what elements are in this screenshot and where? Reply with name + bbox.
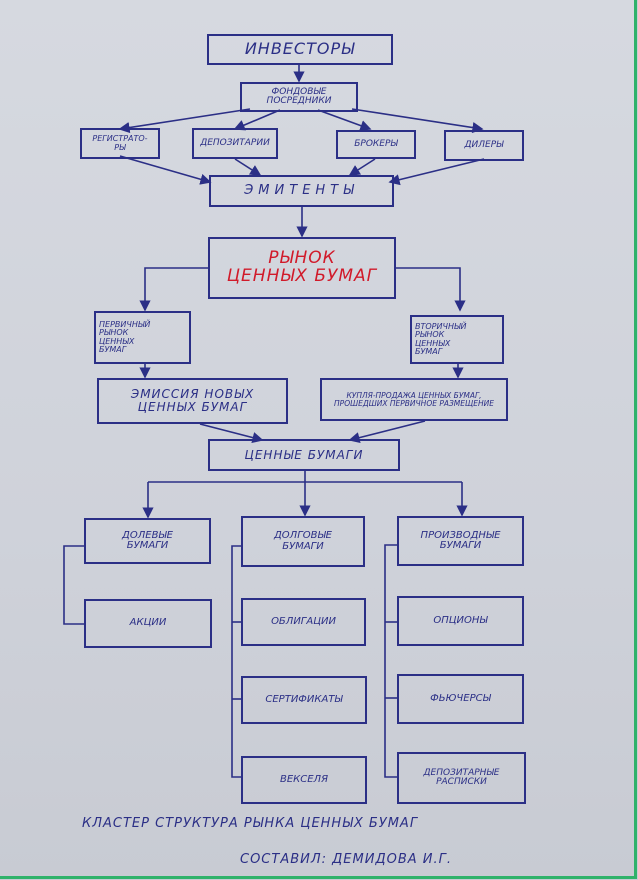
node-securities: Ценные бумаги — [208, 439, 400, 471]
node-dealers: Дилеры — [444, 130, 524, 161]
node-certificates: Сертификаты — [241, 676, 367, 724]
node-certificates-label: Сертификаты — [265, 693, 343, 705]
node-depositories-label: Депозитарии — [200, 137, 270, 148]
node-secondary-market: Вторичный рынок ценных бумаг — [410, 315, 504, 364]
node-registrars-label: Регистрато- ры — [92, 134, 148, 152]
node-depositories: Депозитарии — [192, 128, 278, 159]
node-shares-label: Акции — [129, 617, 167, 629]
node-options-label: Опционы — [433, 614, 488, 626]
node-bonds-label: Облигации — [271, 615, 336, 627]
node-brokers: Брокеры — [336, 130, 416, 159]
node-trade: Купля-продажа ценных бумаг, прошедших пе… — [320, 378, 508, 421]
node-bills: Векселя — [241, 756, 367, 804]
node-market-label: Рынок ценных бумаг — [226, 248, 378, 286]
node-shares: Акции — [84, 599, 212, 648]
node-debt-label: Долговые бумаги — [273, 530, 332, 552]
node-bonds: Облигации — [241, 598, 366, 646]
node-equity-label: Долевые бумаги — [122, 529, 173, 551]
node-derivatives: Производные бумаги — [397, 516, 524, 566]
node-issuers: Эмитенты — [209, 175, 394, 207]
node-primary-market-label: Первичный рынок ценных бумаг — [99, 319, 151, 354]
node-debt: Долговые бумаги — [241, 516, 365, 567]
node-registrars: Регистрато- ры — [80, 128, 160, 159]
node-receipts-label: Депозитарные расписки — [423, 767, 500, 787]
node-issuers-label: Эмитенты — [244, 183, 359, 199]
node-emission-label: Эмиссия новых ценных бумаг — [130, 387, 255, 414]
node-trade-label: Купля-продажа ценных бумаг, прошедших пе… — [334, 390, 494, 408]
node-intermediaries-label: Фондовые посредники — [266, 86, 332, 106]
caption-author: Составил: Демидова И.Г. — [240, 852, 453, 867]
node-market: Рынок ценных бумаг — [208, 237, 396, 299]
node-futures: Фьючерсы — [397, 674, 524, 724]
node-dealers-label: Дилеры — [464, 139, 504, 150]
node-primary-market: Первичный рынок ценных бумаг — [94, 311, 191, 364]
node-investors-label: Инвесторы — [244, 39, 356, 59]
node-equity: Долевые бумаги — [84, 518, 211, 564]
node-bills-label: Векселя — [279, 773, 329, 785]
node-futures-label: Фьючерсы — [430, 692, 491, 704]
node-derivatives-label: Производные бумаги — [420, 529, 501, 551]
node-securities-label: Ценные бумаги — [244, 447, 364, 462]
node-options: Опционы — [397, 596, 524, 646]
node-investors: Инвесторы — [207, 34, 393, 65]
node-secondary-market-label: Вторичный рынок ценных бумаг — [415, 321, 467, 356]
node-brokers-label: Брокеры — [354, 138, 398, 149]
caption-title: Кластер Структура рынка ценных бумаг — [82, 816, 419, 831]
node-intermediaries: Фондовые посредники — [240, 82, 358, 112]
node-emission: Эмиссия новых ценных бумаг — [97, 378, 288, 424]
node-receipts: Депозитарные расписки — [397, 752, 526, 804]
